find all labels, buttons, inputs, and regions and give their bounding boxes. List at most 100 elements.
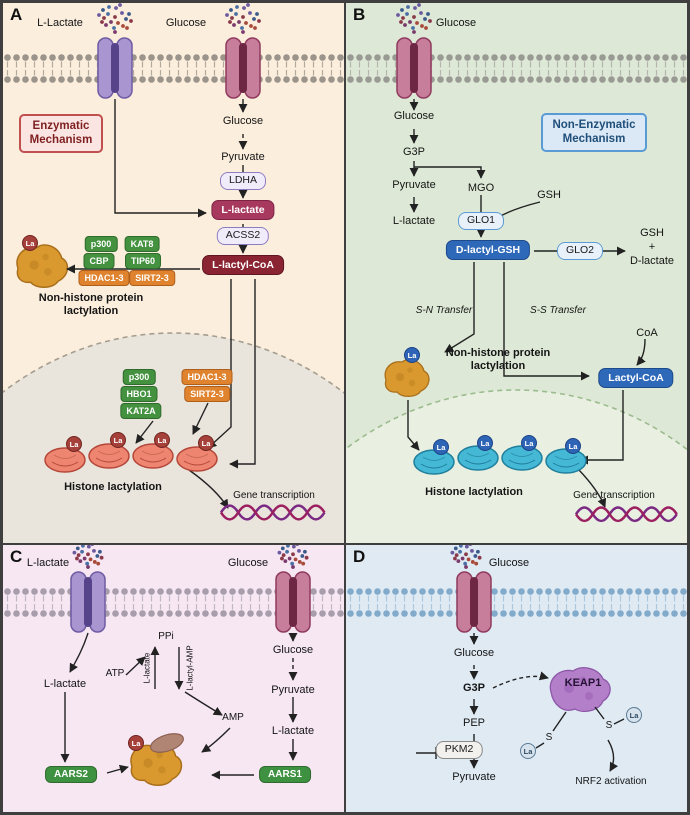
label-pyruvate: Pyruvate bbox=[452, 771, 496, 783]
histone-icon bbox=[132, 443, 174, 469]
histone-icon bbox=[413, 449, 455, 475]
label-gsh: GSH bbox=[537, 189, 561, 201]
label-nrf2-activation: NRF2 activation bbox=[575, 776, 647, 787]
panel-b-graphics bbox=[346, 3, 687, 543]
box-glo2: GLO2 bbox=[556, 242, 604, 260]
box-aars2: AARS2 bbox=[45, 766, 97, 783]
label-atp: ATP bbox=[105, 668, 125, 679]
label-amp: AMP bbox=[222, 712, 244, 723]
la-badge: La bbox=[521, 435, 537, 451]
tag-sirt2-3: SIRT2-3 bbox=[129, 270, 175, 286]
glucose-transporter-icon bbox=[275, 571, 311, 633]
label-l-lactate-right: L-lactate bbox=[271, 725, 315, 737]
label-ss-transfer: S-S Transfer bbox=[530, 305, 586, 316]
histone-icon bbox=[545, 448, 587, 474]
la-badge: La bbox=[520, 743, 536, 759]
aars-enzyme-icon bbox=[150, 733, 184, 753]
label-histone-lactylation: Histone lactylation bbox=[425, 486, 523, 498]
la-badge: La bbox=[66, 436, 82, 452]
label-s-right: S bbox=[605, 720, 613, 731]
label-g3p: G3P bbox=[402, 146, 426, 158]
label-glucose-extracellular: Glucose bbox=[435, 17, 477, 29]
label-pyruvate: Pyruvate bbox=[221, 151, 265, 163]
label-d-lactate: D-lactate bbox=[629, 255, 675, 267]
panel-a: A L-Lactate Glucose Enzymatic Mechanism … bbox=[3, 3, 344, 543]
histone-icon bbox=[457, 445, 499, 471]
box-aars1: AARS1 bbox=[259, 766, 311, 783]
arrows bbox=[60, 632, 298, 780]
la-badge: La bbox=[110, 432, 126, 448]
protein-blob-icon bbox=[16, 244, 69, 289]
glucose-transporter-icon bbox=[456, 571, 492, 633]
label-keap1: KEAP1 bbox=[564, 677, 602, 689]
tag-kat2a: KAT2A bbox=[120, 403, 162, 419]
lactate-dots-icon bbox=[97, 3, 133, 34]
label-gsh-out: GSH bbox=[640, 227, 664, 239]
box-glo1: GLO1 bbox=[457, 212, 505, 230]
label-g3p: G3P bbox=[462, 682, 486, 694]
label-l-lactate-extracellular: L-Lactate bbox=[37, 17, 83, 29]
box-ldha: LDHA bbox=[219, 172, 267, 190]
label-glucose-extracellular: Glucose bbox=[488, 557, 530, 569]
keap1-blob-icon bbox=[549, 667, 611, 712]
panel-letter: A bbox=[10, 5, 23, 24]
glucose-dots-icon bbox=[277, 545, 309, 569]
panel-b: B Glucose Non-Enzymatic Mechanism Glucos… bbox=[346, 3, 687, 543]
arrows bbox=[66, 99, 256, 509]
label-glucose: Glucose bbox=[453, 647, 495, 659]
tag-p300-nuclear: p300 bbox=[122, 369, 156, 385]
nucleus bbox=[3, 332, 344, 543]
label-mgo: MGO bbox=[467, 182, 495, 194]
histone-icon bbox=[176, 446, 218, 472]
glucose-transporter-icon bbox=[396, 37, 432, 99]
la-badge: La bbox=[404, 347, 420, 363]
box-l-lactate: L-lactate bbox=[211, 200, 275, 221]
label-glucose: Glucose bbox=[272, 644, 314, 656]
box-d-lactyl-gsh: D-lactyl-GSH bbox=[445, 240, 531, 261]
label-l-lactate-extracellular: L-lactate bbox=[26, 557, 70, 569]
la-badge: La bbox=[128, 735, 144, 751]
tag-hdac1-3: HDAC1-3 bbox=[78, 270, 130, 286]
la-badge: La bbox=[198, 435, 214, 451]
la-badge: La bbox=[565, 438, 581, 454]
la-badge: La bbox=[22, 235, 38, 251]
label-non-histone: Non-histone protein lactylation bbox=[445, 347, 551, 372]
label-glucose-extracellular: Glucose bbox=[165, 17, 207, 29]
membrane bbox=[4, 54, 344, 83]
label-glucose-extracellular: Glucose bbox=[227, 557, 269, 569]
label-plus: + bbox=[648, 241, 656, 253]
label-coa: CoA bbox=[636, 327, 658, 339]
histone-icon bbox=[88, 443, 130, 469]
tag-cbp: CBP bbox=[83, 253, 115, 269]
label-glucose: Glucose bbox=[393, 110, 435, 122]
panel-letter: C bbox=[10, 547, 23, 566]
protein-blob-icon bbox=[384, 358, 430, 398]
panel-c-graphics bbox=[4, 545, 344, 787]
tag-kat8: KAT8 bbox=[124, 236, 160, 252]
label-gene-transcription: Gene transcription bbox=[233, 490, 315, 501]
panel-d: D Glucose Glucose G3P PEP PKM2 Pyruvate … bbox=[346, 545, 687, 812]
label-histone-lactylation: Histone lactylation bbox=[64, 481, 162, 493]
label-ppi: PPi bbox=[158, 631, 174, 642]
histone-icon bbox=[44, 447, 86, 473]
la-badge: La bbox=[477, 435, 493, 451]
la-badge: La bbox=[626, 707, 642, 723]
label-cycle-l-lactate: L-lactate bbox=[142, 652, 152, 684]
tag-sirt2-3-nuclear: SIRT2-3 bbox=[184, 386, 230, 402]
glucose-dots-icon bbox=[225, 3, 261, 34]
la-badge: La bbox=[154, 432, 170, 448]
box-acss2: ACSS2 bbox=[216, 227, 270, 245]
lactate-dots-icon bbox=[72, 545, 104, 569]
tag-hbo1: HBO1 bbox=[120, 386, 158, 402]
label-pyruvate: Pyruvate bbox=[392, 179, 436, 191]
panel-letter: B bbox=[353, 5, 366, 24]
mechanism-title: Enzymatic Mechanism bbox=[19, 114, 103, 153]
lactate-transporter-icon bbox=[97, 37, 133, 99]
label-s-left: S bbox=[545, 732, 553, 743]
tag-hdac1-3-nuclear: HDAC1-3 bbox=[181, 369, 233, 385]
panel-d-graphics bbox=[347, 545, 687, 772]
membrane bbox=[347, 588, 687, 617]
label-l-lactate: L-lactate bbox=[43, 678, 87, 690]
glucose-dots-icon bbox=[450, 545, 482, 569]
